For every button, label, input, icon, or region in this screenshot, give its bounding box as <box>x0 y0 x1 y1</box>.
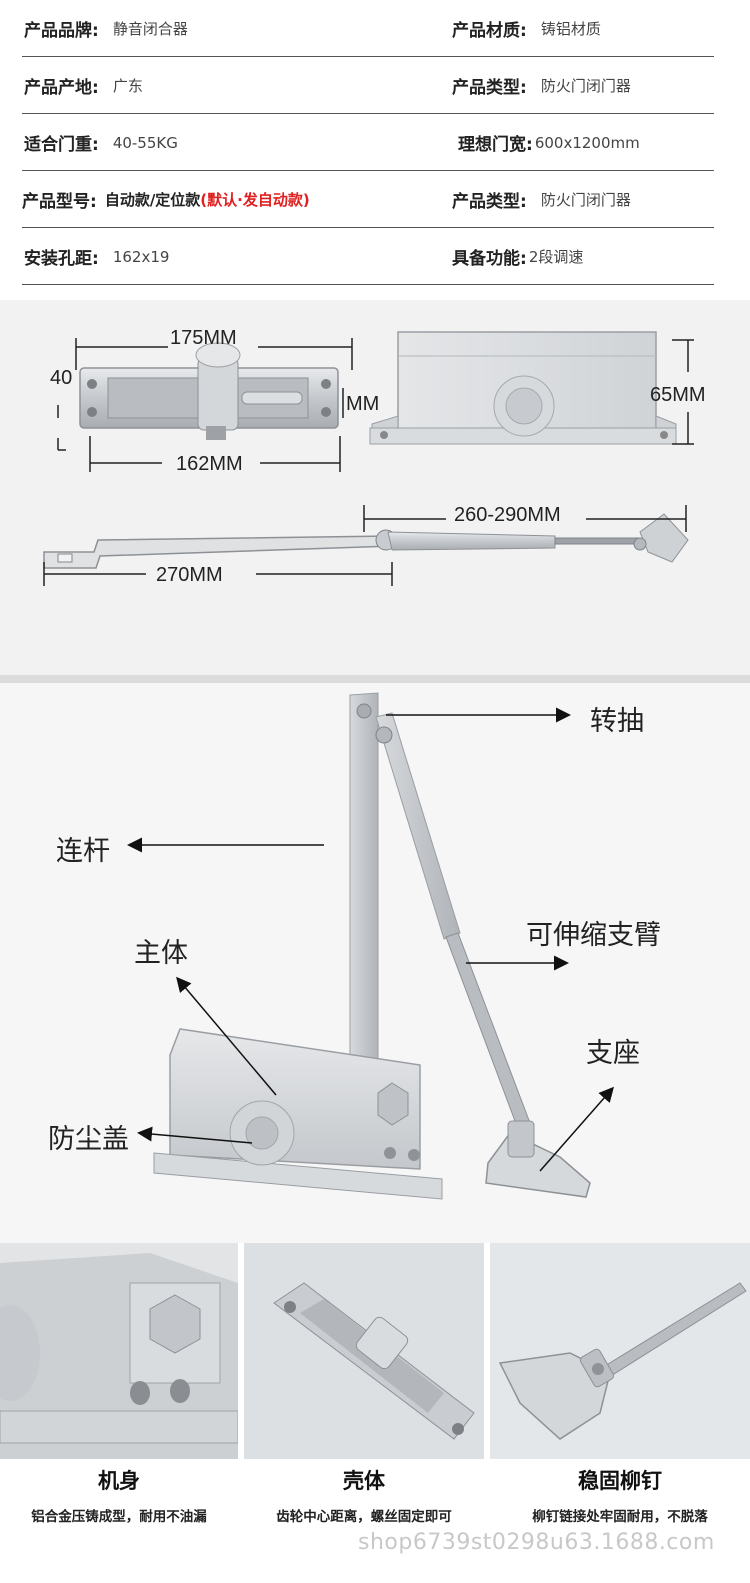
bracket-arrow <box>539 1086 614 1172</box>
part-label-dust-cover: 防尘盖 <box>48 1124 129 1155</box>
detail-desc-shell: 齿轮中心距离，螺丝固定即可 <box>276 1509 452 1525</box>
spec-label: 具备功能: <box>452 249 527 269</box>
spec-value: 静音闭合器 <box>112 20 188 38</box>
spec-label: 安装孔距: <box>24 249 99 269</box>
dimension-drawing: 175MM 162MM 40 MM <box>43 327 706 586</box>
spec-row: 适合门重: 40-55KG 理想门宽: 600x1200mm <box>22 114 714 171</box>
watermark-text: shop6739st0298u63.1688.com <box>358 1530 715 1555</box>
main-body-shape <box>153 1028 443 1200</box>
detail-desc-body: 铝合金压铸成型，耐用不油漏 <box>31 1509 207 1525</box>
spec-row: 产品产地: 广东 产品类型: 防火门闭门器 <box>22 57 714 114</box>
dim-label-arm-length: 260-290MM <box>454 504 561 526</box>
spec-label: 产品材质: <box>452 21 527 41</box>
spec-table: 产品品牌: 静音闭合器 产品材质: 铸铝材质 产品产地: 广东 产品类型: 防火… <box>0 0 750 300</box>
dimension-hole-distance: 162MM <box>89 436 341 475</box>
spec-label: 理想门宽: <box>458 135 533 155</box>
spec-value: 广东 <box>112 77 143 95</box>
dim-label-hole-distance: 162MM <box>176 453 243 475</box>
dim-label-side-depth: MM <box>346 393 379 415</box>
spec-value: 2段调速 <box>528 248 584 266</box>
spec-row: 安装孔距: 162x19 具备功能: 2段调速 <box>22 228 714 285</box>
dimension-link-length: 270MM <box>43 562 393 586</box>
spec-value: 40-55KG <box>112 133 178 152</box>
arm-assembly <box>43 513 689 569</box>
dim-label-top-length: 175MM <box>170 327 237 349</box>
detail-title-rivet: 稳固柳钉 <box>578 1469 662 1493</box>
dimension-arm-length: 260-290MM <box>363 504 687 532</box>
spec-value: 防火门闭门器 <box>540 191 631 209</box>
spec-label: 产品产地: <box>24 78 99 98</box>
spec-label: 适合门重: <box>24 135 99 155</box>
detail-section: 机身 壳体 稳固柳钉 铝合金压铸成型，耐用不油漏 齿轮中心距离，螺丝固定即可 柳… <box>0 1243 750 1583</box>
spec-value: 600x1200mm <box>534 133 640 152</box>
spec-row: 产品型号: 自动款/定位款(默认·发自动款) 产品类型: 防火门闭门器 <box>22 171 714 228</box>
spec-label: 产品类型: <box>452 78 527 98</box>
detail-desc-rivet: 柳钉链接处牢固耐用，不脱落 <box>532 1509 708 1525</box>
telescopic-arm-shape <box>375 712 531 1130</box>
spec-value: 防火门闭门器 <box>540 77 631 95</box>
spec-value-highlight: (默认·发自动款) <box>200 191 310 209</box>
part-label-telescopic-arm: 可伸缩支臂 <box>526 920 661 951</box>
parts-diagram: 转抽 连杆 可伸缩支臂 主体 支座 防尘盖 <box>0 683 750 1243</box>
door-closer-illustration <box>127 692 614 1200</box>
bracket-shape <box>485 1120 591 1198</box>
dim-label-body-height: 65MM <box>650 384 706 406</box>
closer-front-view <box>369 331 677 445</box>
closer-top-view <box>79 342 339 440</box>
dim-label-side-height: 40 <box>50 367 72 389</box>
detail-title-shell: 壳体 <box>343 1469 385 1493</box>
part-label-pivot: 转抽 <box>590 706 644 737</box>
dimension-diagram: 175MM 162MM 40 MM <box>0 300 750 675</box>
spec-value: 铸铝材质 <box>540 20 601 38</box>
dimension-body-height: 65MM <box>650 339 706 445</box>
dimension-top-length: 175MM <box>75 327 353 370</box>
part-label-link-rod: 连杆 <box>56 836 110 867</box>
section-divider <box>0 675 750 683</box>
spec-label: 产品品牌: <box>24 21 99 41</box>
spec-label: 产品型号: <box>22 192 97 212</box>
part-label-bracket: 支座 <box>586 1038 640 1069</box>
spec-value: 162x19 <box>112 247 170 266</box>
link-rod <box>349 692 379 1068</box>
part-label-main-body: 主体 <box>134 938 188 969</box>
dust-cover-arrow <box>137 1126 253 1144</box>
detail-photo-shell <box>244 1243 484 1459</box>
detail-photo-body <box>0 1243 238 1459</box>
detail-title-body: 机身 <box>98 1469 140 1493</box>
spec-label: 产品类型: <box>452 192 527 212</box>
main-body-arrow <box>176 976 277 1096</box>
dim-label-link-length: 270MM <box>156 564 223 586</box>
spec-value: 自动款/定位款 <box>104 191 201 209</box>
detail-photo-rivet <box>490 1243 750 1459</box>
spec-row: 产品品牌: 静音闭合器 产品材质: 铸铝材质 <box>22 0 714 57</box>
